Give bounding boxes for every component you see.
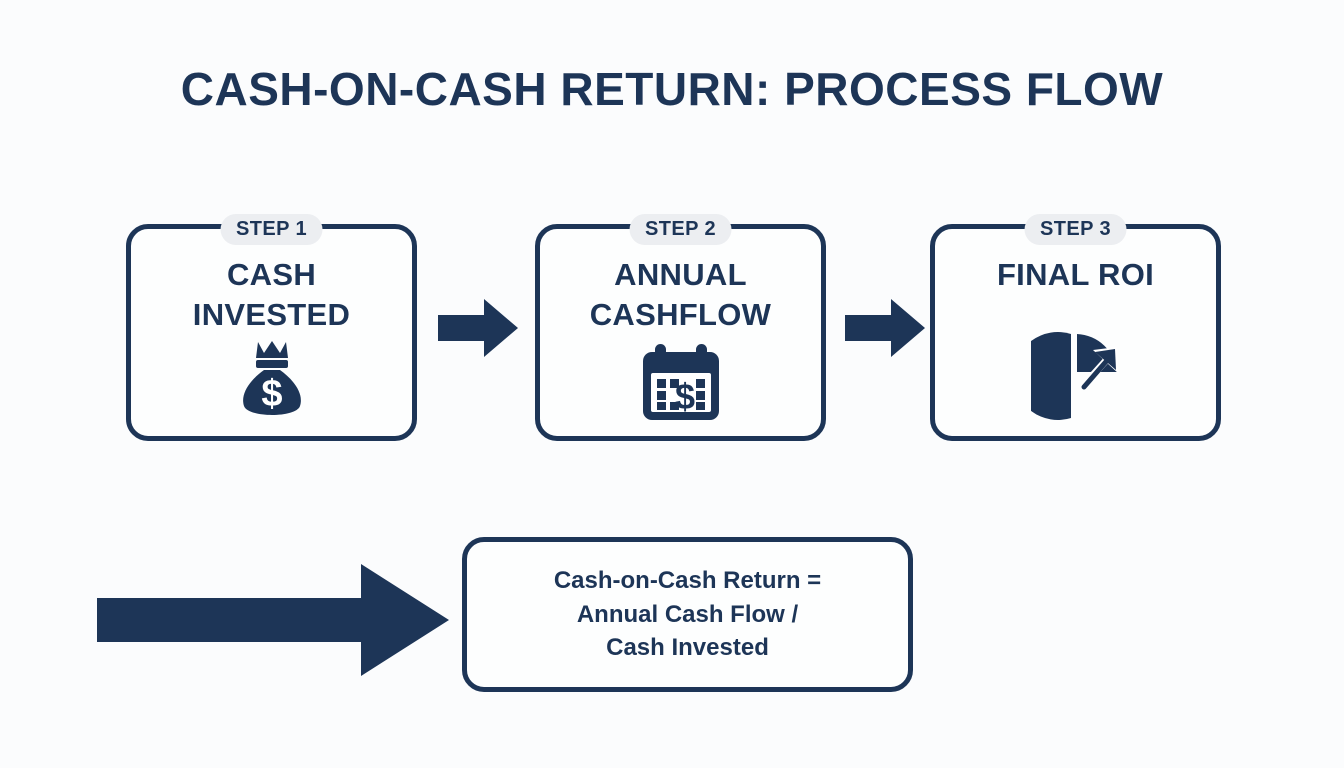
step-badge-2: STEP 2	[629, 214, 732, 245]
step-title-3: FINAL ROI	[935, 255, 1216, 295]
step-title-3-line1: FINAL ROI	[996, 257, 1155, 292]
formula-text: Cash-on-Cash Return = Annual Cash Flow /…	[554, 564, 821, 665]
step-card-3[interactable]: STEP 3 FINAL ROI	[930, 214, 1221, 441]
money-bag-icon: $	[131, 338, 412, 422]
arrow-to-formula	[97, 560, 449, 685]
step-title-2-line2: CASHFLOW	[589, 297, 772, 333]
arrow-step2-to-step3	[845, 297, 925, 364]
step-title-2-line1: ANNUAL	[614, 257, 747, 292]
step-card-1[interactable]: STEP 1 CASH INVESTED $	[126, 214, 417, 441]
step-badge-1: STEP 1	[220, 214, 323, 245]
svg-text:$: $	[674, 376, 694, 417]
pie-chart-growth-icon	[935, 332, 1216, 422]
step-badge-3: STEP 3	[1024, 214, 1127, 245]
step-card-2[interactable]: STEP 2 ANNUAL CASHFLOW $	[535, 214, 826, 441]
formula-box[interactable]: Cash-on-Cash Return = Annual Cash Flow /…	[462, 537, 913, 692]
svg-text:$: $	[261, 373, 282, 415]
step-title-2: ANNUAL CASHFLOW	[540, 255, 821, 336]
page-title: CASH-ON-CASH RETURN: PROCESS FLOW	[180, 63, 1164, 115]
step-title-1: CASH INVESTED	[131, 255, 412, 336]
step-title-1-line2: INVESTED	[192, 297, 351, 333]
calendar-dollar-icon: $	[540, 342, 821, 422]
formula-line-3: Cash Invested	[606, 634, 769, 662]
formula-line-2: Annual Cash Flow /	[576, 600, 799, 628]
arrow-step1-to-step2	[438, 297, 518, 364]
step-title-1-line1: CASH	[226, 257, 317, 292]
formula-line-1: Cash-on-Cash Return =	[553, 567, 822, 595]
